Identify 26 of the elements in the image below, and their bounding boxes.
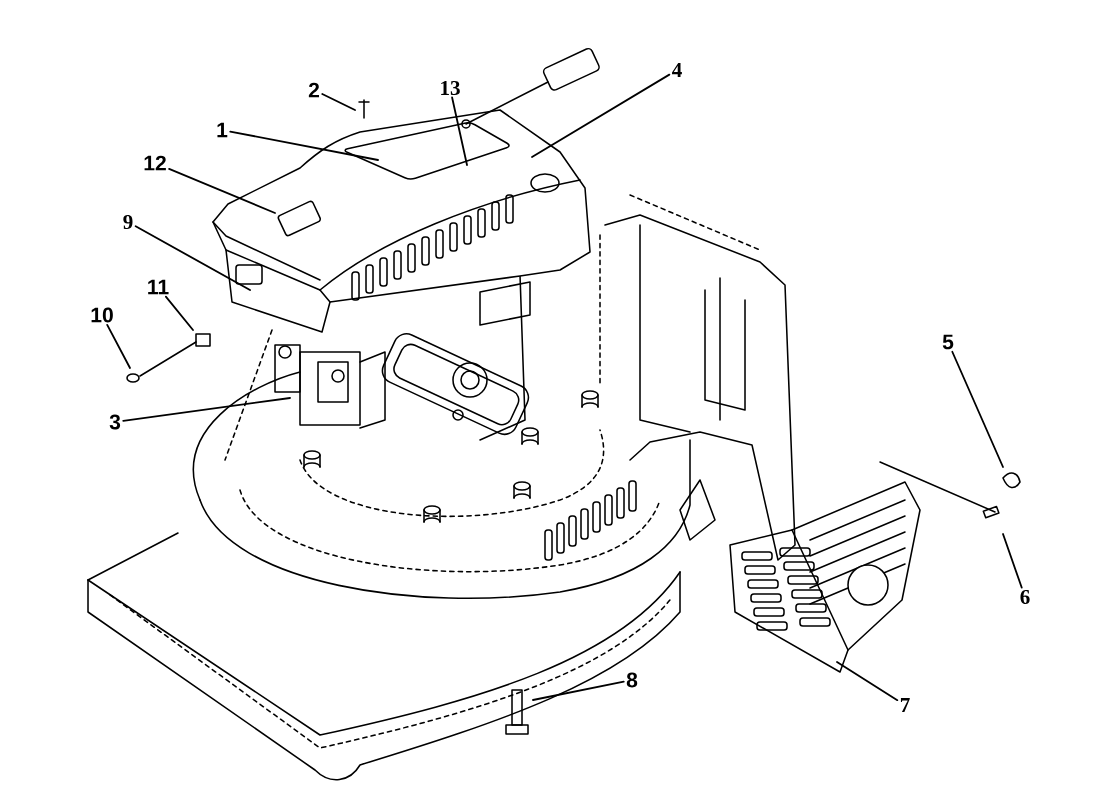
callout-number: 7	[900, 698, 910, 712]
callout-number: 8	[626, 672, 638, 688]
callout-number: 9	[123, 214, 133, 230]
leader-line	[836, 661, 899, 702]
leader-line	[134, 225, 251, 291]
leader-line	[164, 295, 194, 331]
callout-number: 11	[148, 279, 169, 295]
callout-number: 2	[308, 82, 319, 98]
leader-line	[451, 96, 468, 166]
callout-number: 3	[109, 414, 121, 430]
callout-number: 13	[441, 80, 460, 96]
callout-number: 5	[942, 334, 954, 350]
leader-line	[229, 130, 379, 161]
leader-line	[951, 350, 1004, 468]
callout-number: 1	[217, 122, 228, 138]
leader-line	[531, 73, 671, 158]
leader-line	[122, 397, 291, 422]
leader-line	[1002, 533, 1023, 589]
callout-number: 12	[144, 155, 166, 171]
leader-line	[532, 680, 625, 701]
leader-line	[168, 167, 276, 214]
callout-number: 10	[91, 307, 113, 323]
callout-number: 4	[672, 63, 682, 77]
leader-line	[321, 93, 356, 111]
callout-number: 6	[1020, 589, 1030, 605]
leader-line	[106, 323, 131, 369]
